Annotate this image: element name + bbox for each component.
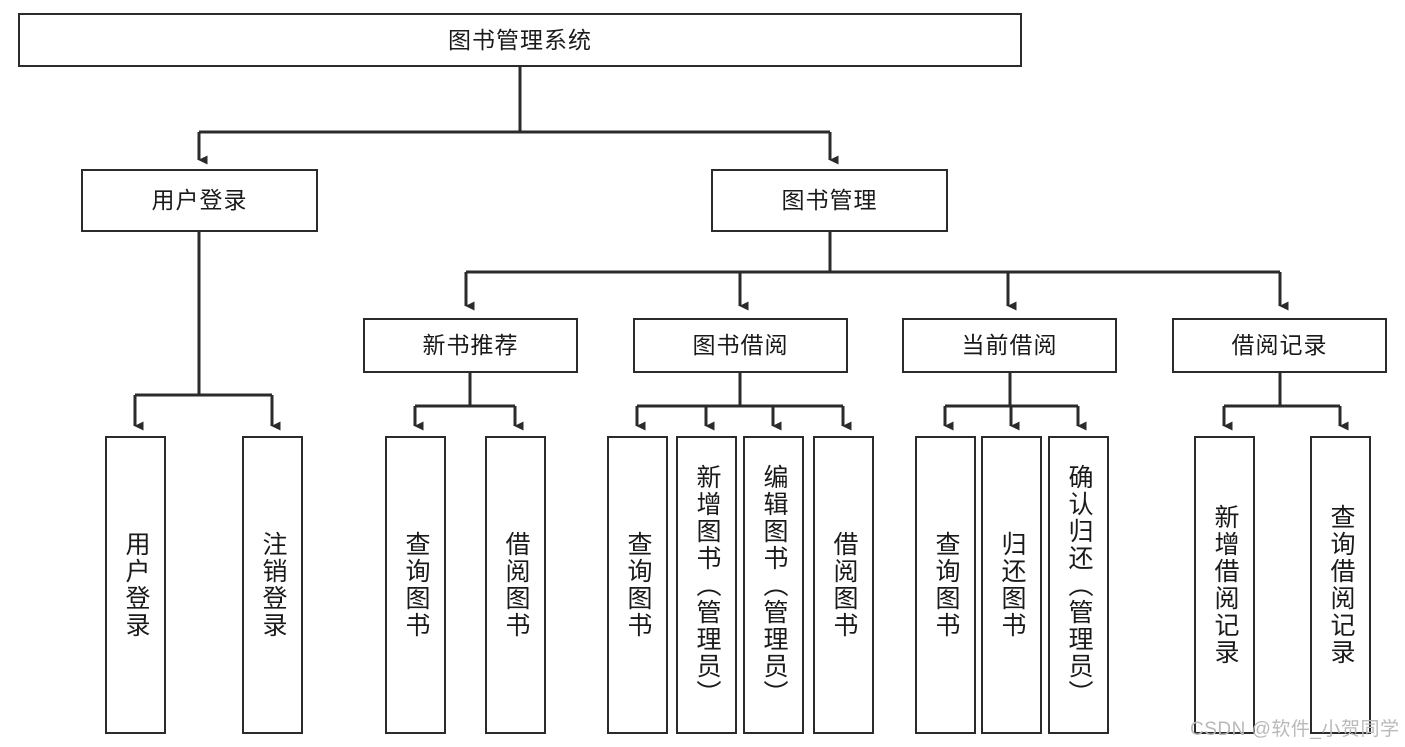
node-leaf-edit-book-admin[interactable]: 编辑图书（管理员） <box>743 436 804 734</box>
node-label: 图书管理系统 <box>448 26 592 53</box>
node-label: 当前借阅 <box>961 332 1058 359</box>
node-book-management[interactable]: 图书管理 <box>711 169 948 232</box>
node-new-book-recommend[interactable]: 新书推荐 <box>363 318 578 373</box>
node-borrow-record[interactable]: 借阅记录 <box>1172 318 1387 373</box>
node-label: 用户登录 <box>122 531 150 639</box>
csdn-watermark: CSDN @软件_小贺同学 <box>1190 719 1400 740</box>
node-label: 用户登录 <box>151 187 248 214</box>
node-label: 新书推荐 <box>422 332 519 359</box>
node-leaf-confirm-return-admin[interactable]: 确认归还（管理员） <box>1048 436 1109 734</box>
node-user-login[interactable]: 用户登录 <box>81 169 318 232</box>
node-label: 注销登录 <box>259 531 287 639</box>
node-root-book-management-system[interactable]: 图书管理系统 <box>18 13 1022 67</box>
node-label: 借阅图书 <box>830 531 858 639</box>
node-label: 编辑图书（管理员） <box>760 463 788 707</box>
node-label: 查询借阅记录 <box>1327 504 1355 666</box>
node-leaf-user-login[interactable]: 用户登录 <box>105 436 166 734</box>
node-leaf-borrow-book-borrow[interactable]: 借阅图书 <box>813 436 874 734</box>
node-label: 确认归还（管理员） <box>1065 463 1093 707</box>
node-label: 新增借阅记录 <box>1211 504 1239 666</box>
node-label: 借阅记录 <box>1231 332 1328 359</box>
node-label: 查询图书 <box>402 531 430 639</box>
node-leaf-query-book-recommend[interactable]: 查询图书 <box>385 436 446 734</box>
node-leaf-query-book-current[interactable]: 查询图书 <box>915 436 976 734</box>
node-label: 查询图书 <box>932 531 960 639</box>
node-label: 新增图书（管理员） <box>693 463 721 707</box>
node-leaf-add-book-admin[interactable]: 新增图书（管理员） <box>676 436 737 734</box>
node-leaf-add-borrow-record[interactable]: 新增借阅记录 <box>1194 436 1255 734</box>
node-label: 图书借阅 <box>692 332 789 359</box>
node-label: 归还图书 <box>998 531 1026 639</box>
node-leaf-borrow-book-recommend[interactable]: 借阅图书 <box>485 436 546 734</box>
node-book-borrow[interactable]: 图书借阅 <box>633 318 848 373</box>
node-leaf-query-borrow-record[interactable]: 查询借阅记录 <box>1310 436 1371 734</box>
node-leaf-query-book-borrow[interactable]: 查询图书 <box>607 436 668 734</box>
node-leaf-logout-login[interactable]: 注销登录 <box>242 436 303 734</box>
node-leaf-return-book[interactable]: 归还图书 <box>981 436 1042 734</box>
node-label: 查询图书 <box>624 531 652 639</box>
node-label: 图书管理 <box>781 187 878 214</box>
node-current-borrow[interactable]: 当前借阅 <box>902 318 1117 373</box>
node-label: 借阅图书 <box>502 531 530 639</box>
